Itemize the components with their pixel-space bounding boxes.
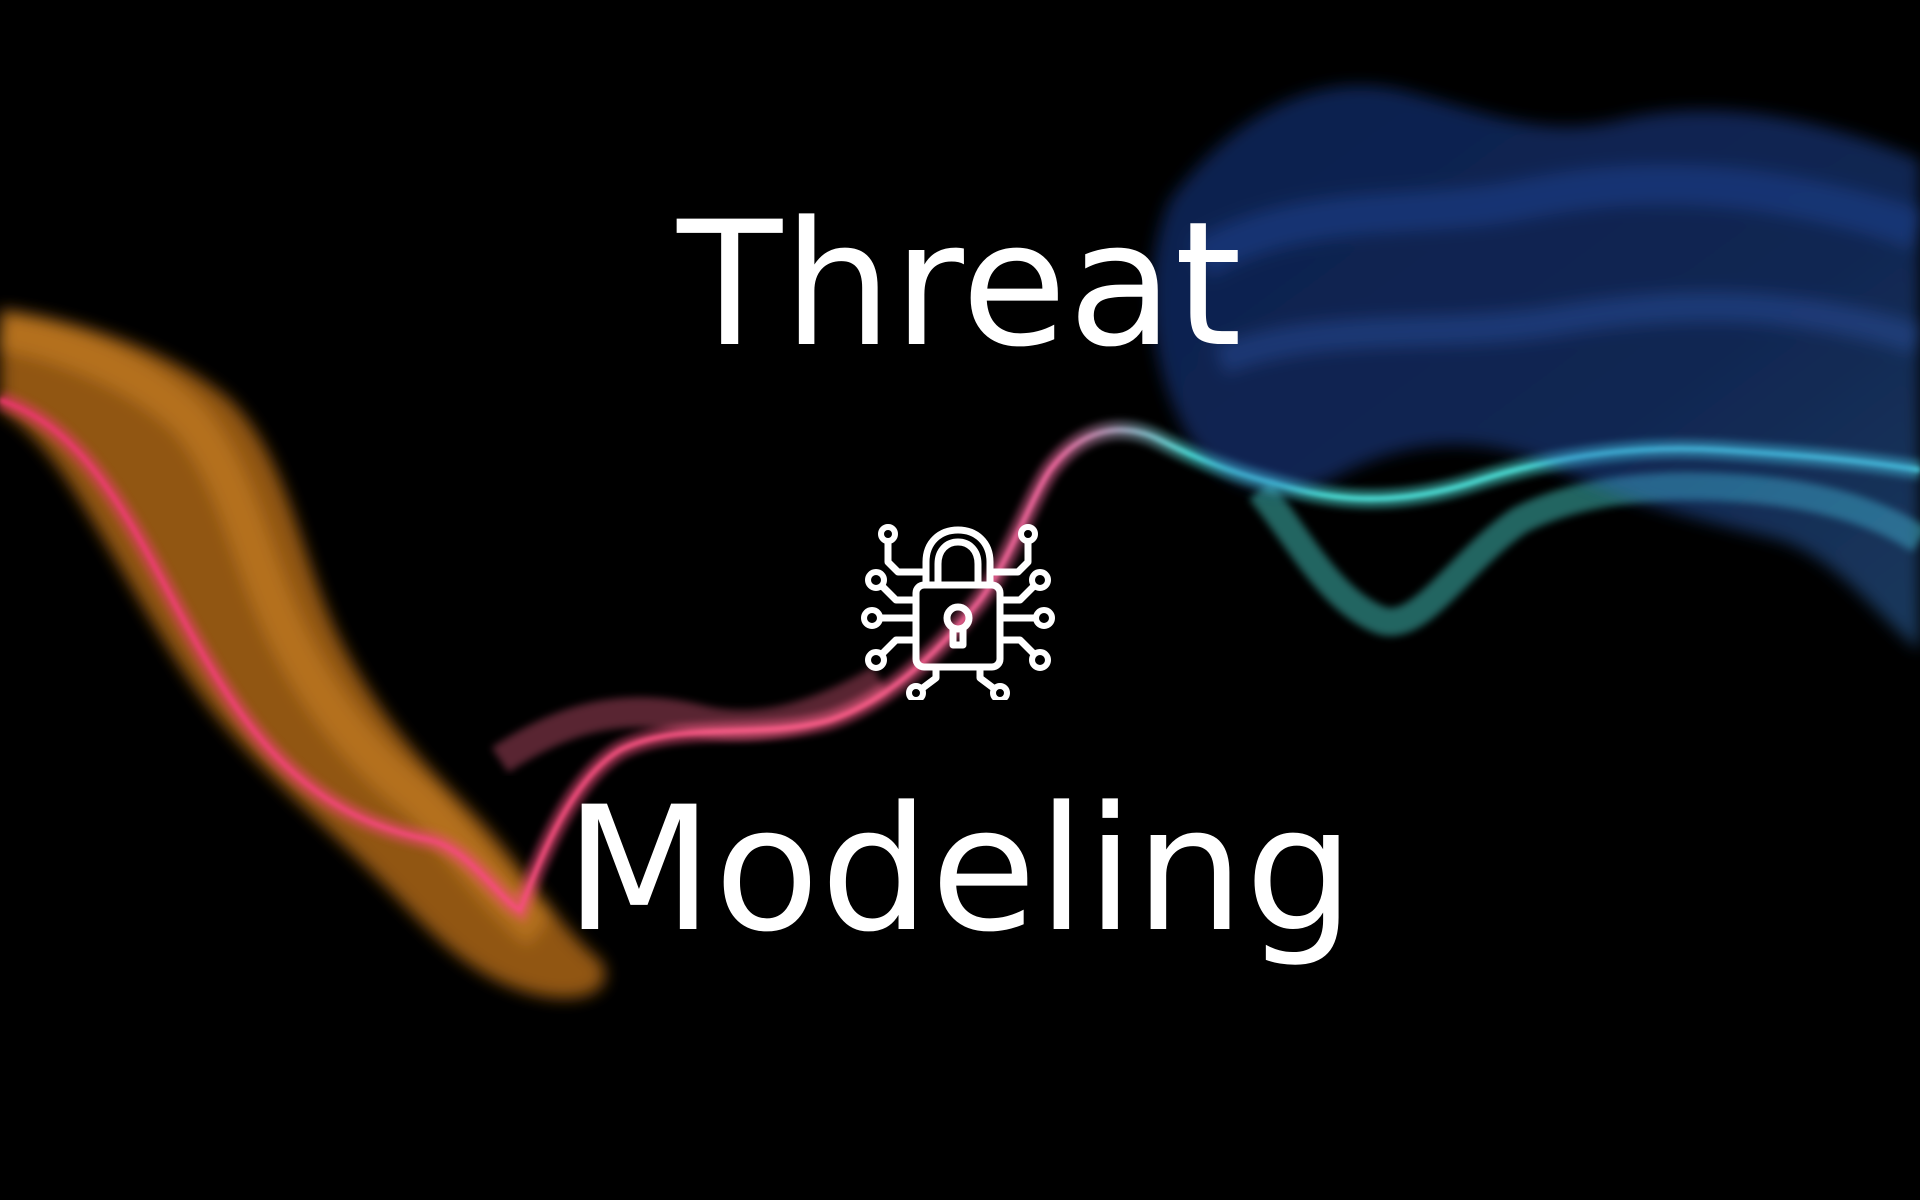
blue-wave (1151, 85, 1920, 650)
title-line-2: Modeling (564, 769, 1356, 970)
circuit-padlock-icon (861, 524, 1055, 700)
title-line-1: Threat (677, 184, 1243, 385)
orange-wave (0, 310, 606, 999)
